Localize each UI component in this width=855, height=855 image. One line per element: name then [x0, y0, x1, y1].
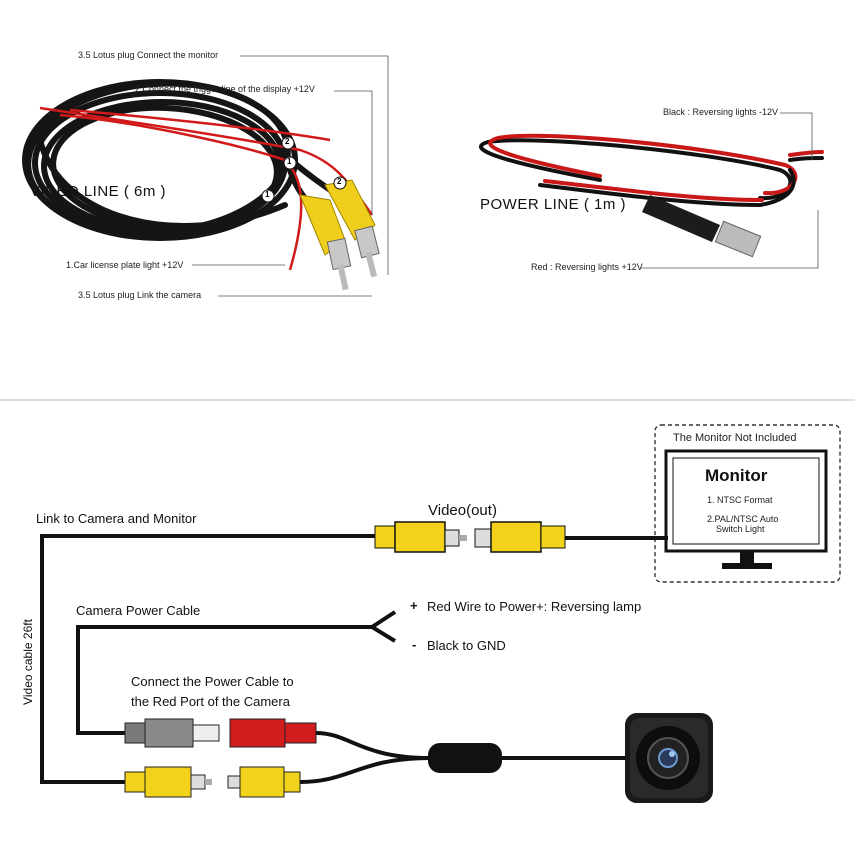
monitor-spec-2a: 2.PAL/NTSC Auto: [707, 514, 779, 524]
label-power-cable: Camera Power Cable: [76, 603, 201, 618]
monitor-title: Monitor: [705, 466, 768, 485]
marker-1b: 1: [265, 190, 270, 199]
monitor-caption: The Monitor Not Included: [673, 432, 797, 444]
rca-plug-left: [299, 194, 352, 291]
gray-plug: [124, 718, 220, 748]
label-plus: +: [410, 598, 418, 613]
inline-module: [428, 743, 502, 773]
callout-camera-plug: 3.5 Lotus plug Link the camera: [78, 290, 202, 300]
callout-black: Black : Reversing lights -12V: [663, 107, 779, 117]
camera-video-plug-right: [227, 766, 301, 798]
monitor-spec-1: 1. NTSC Format: [707, 495, 773, 505]
wiring-diagram: [40, 424, 841, 803]
label-minus: -: [412, 637, 417, 652]
monitor-dashed-box: [654, 424, 841, 583]
video-cable: [40, 534, 375, 784]
red-plug: [229, 718, 317, 748]
label-black-gnd: Black to GND: [427, 638, 506, 653]
camera-icon: [625, 713, 713, 803]
callout-trigger: 2.Connect the trigger line of the displa…: [135, 84, 315, 94]
video-out-connector-right: [474, 521, 566, 553]
label-red-wire: Red Wire to Power+: Reversing lamp: [427, 599, 642, 614]
marker-2b: 2: [337, 177, 342, 186]
camera-video-plug-left: [124, 766, 212, 798]
monitor-spec-2b: Switch Light: [716, 524, 765, 534]
callout-plate-light: 1.Car license plate light +12V: [66, 260, 184, 270]
label-video-cable: Video cable 26ft: [21, 619, 35, 705]
label-connect-2: the Red Port of the Camera: [131, 694, 290, 709]
marker-1a: 1: [287, 157, 292, 166]
rca-plug-right: [324, 179, 380, 278]
power-cable: [76, 625, 372, 735]
label-connect-1: Connect the Power Cable to: [131, 674, 294, 689]
callout-monitor-plug: 3.5 Lotus plug Connect the monitor: [78, 50, 219, 60]
marker-2a: 2: [285, 137, 290, 146]
power-line-photo: [479, 112, 824, 269]
label-video-out: Video(out): [428, 502, 497, 519]
video-line-title: VIDEO LINE ( 6m ): [30, 183, 167, 200]
video-out-connector-left: [374, 521, 467, 553]
callout-red: Red : Reversing lights +12V: [531, 262, 643, 272]
video-line-photo: [22, 55, 389, 297]
power-line-title: POWER LINE ( 1m ): [480, 196, 627, 213]
label-link: Link to Camera and Monitor: [36, 511, 197, 526]
